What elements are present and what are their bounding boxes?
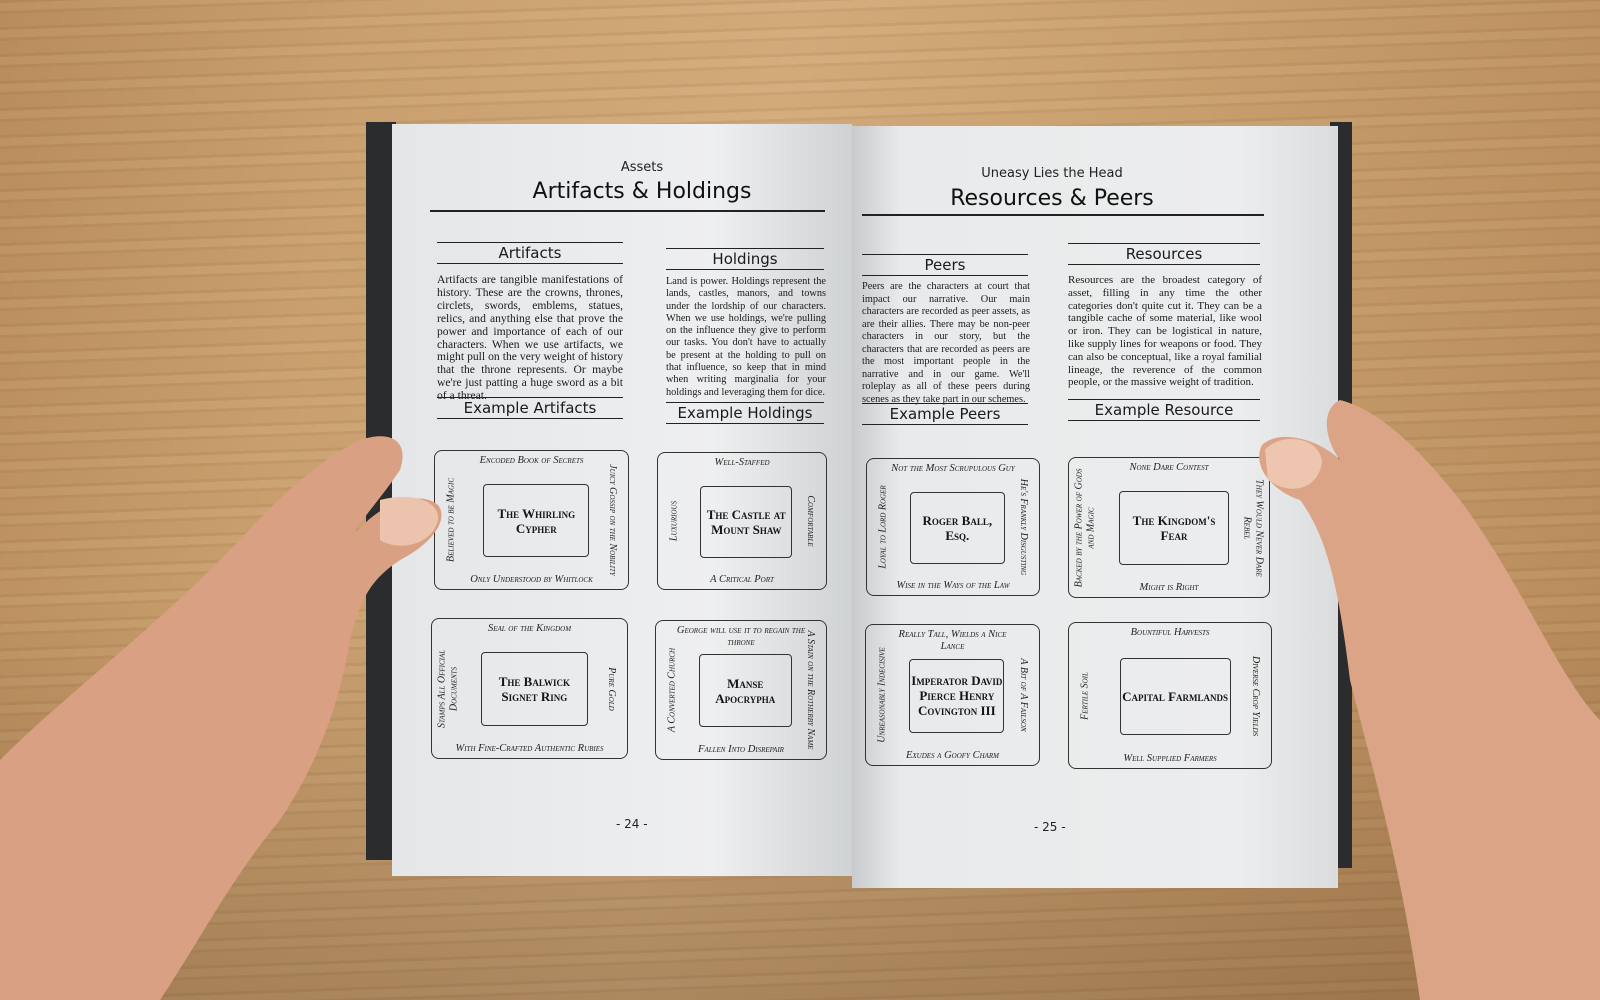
card-top-tag: Encoded Book of Secrets — [479, 455, 584, 466]
card-top-tag: Really Tall, Wields a Nice Lance — [898, 629, 1007, 652]
card-name: Imperator David Pierce Henry Covington I… — [909, 658, 1005, 733]
card-top-tag: George will use it to regain the throne — [676, 625, 806, 648]
section-heading-holdings: Holdings — [666, 248, 824, 270]
card-name: Manse Apocrypha — [698, 654, 792, 728]
page-number: - 25 - — [1034, 820, 1066, 834]
card-top-tag: Seal of the Kingdom — [487, 623, 572, 634]
card-name: The Kingdom's Fear — [1119, 491, 1229, 566]
card-top-tag: None Dare Contest — [1129, 462, 1209, 473]
card-name: The Balwick Signet Ring — [480, 652, 588, 727]
section-heading-example-resource: Example Resource — [1068, 399, 1260, 421]
card-bottom-tag: Might is Right — [1139, 582, 1199, 593]
artifacts-body: Artifacts are tangible manifestations of… — [437, 273, 623, 403]
section-heading-resources: Resources — [1068, 243, 1260, 265]
card-bottom-tag: Wise in the Ways of the Law — [896, 580, 1010, 591]
title-rule — [862, 214, 1264, 216]
page-title: Artifacts & Holdings — [532, 179, 752, 204]
resources-body: Resources are the broadest category of a… — [1068, 274, 1262, 389]
peers-body: Peers are the characters at court that i… — [862, 281, 1030, 405]
card-bottom-tag: Well Supplied Farmers — [1123, 753, 1217, 764]
card-name: The Whirling Cypher — [483, 484, 590, 558]
holdings-body: Land is power. Holdings represent the la… — [666, 276, 826, 398]
card-name: The Castle at Mount Shaw — [700, 485, 793, 558]
page-number: - 24 - — [616, 817, 648, 831]
page-title: Resources & Peers — [950, 186, 1154, 211]
card-bottom-tag: Exudes a Goofy Charm — [905, 750, 1000, 761]
section-heading-example-peers: Example Peers — [862, 403, 1028, 425]
section-heading-example-artifacts: Example Artifacts — [437, 397, 623, 419]
right-page: Uneasy Lies the Head Resources & Peers P… — [852, 126, 1338, 888]
running-head: Uneasy Lies the Head — [981, 166, 1123, 181]
card-bottom-tag: A Critical Port — [710, 574, 774, 585]
section-heading-artifacts: Artifacts — [437, 242, 623, 264]
card-top-tag: Bountiful Harvests — [1130, 627, 1210, 638]
card-bottom-tag: Only Understood by Whitlock — [470, 574, 593, 585]
card-bottom-tag: With Fine-Crafted Authentic Rubies — [455, 743, 604, 754]
title-rule — [430, 210, 825, 212]
card-name: Capital Farmlands — [1119, 657, 1231, 735]
card-top-tag: Not the Most Scrupulous Guy — [891, 463, 1015, 474]
card-top-tag: Well-Staffed — [714, 457, 770, 468]
section-heading-peers: Peers — [862, 254, 1028, 276]
section-heading-example-holdings: Example Holdings — [666, 402, 824, 424]
running-head: Assets — [620, 160, 664, 175]
card-bottom-tag: Fallen Into Disrepair — [698, 744, 784, 755]
card-name: Roger Ball, Esq. — [910, 491, 1005, 564]
left-page: Assets Artifacts & Holdings Artifacts Ar… — [392, 124, 852, 876]
